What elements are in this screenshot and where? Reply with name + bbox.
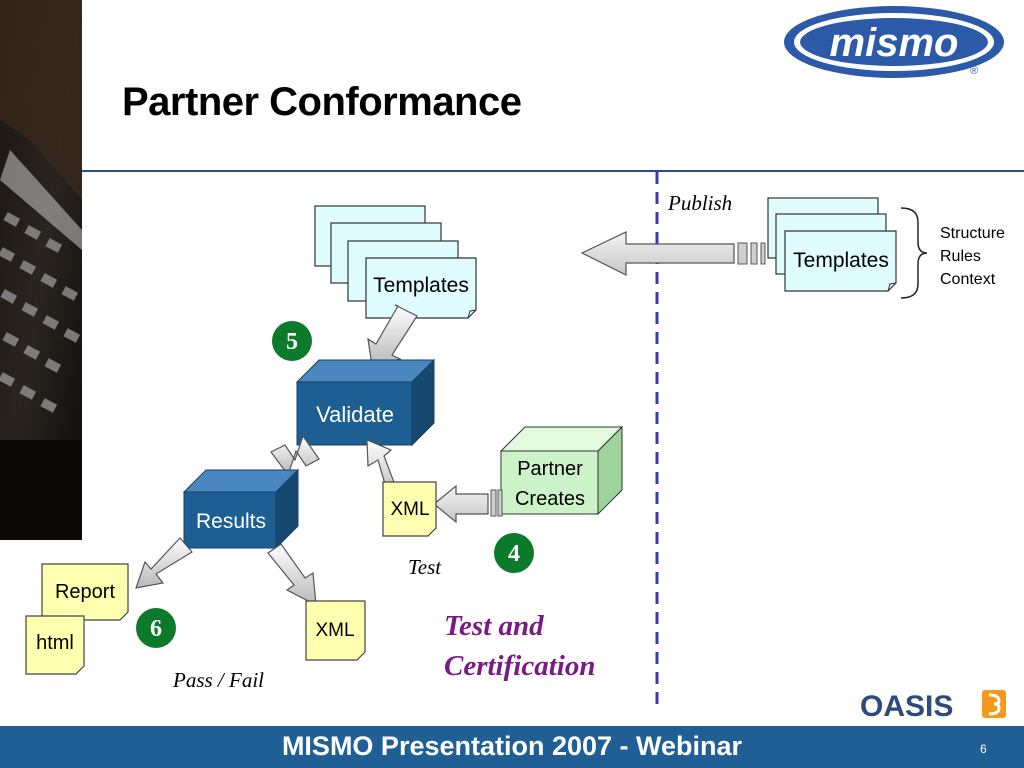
validate-label: Validate: [316, 402, 394, 427]
step-4-number: 4: [508, 541, 520, 567]
step-6-number: 6: [150, 616, 162, 642]
partner-to-xml-arrow: [433, 484, 503, 524]
partner-xml-label: XML: [390, 499, 429, 520]
published-templates-stack: [767, 197, 897, 292]
partner-creates-line-1: Partner: [517, 458, 583, 480]
partner-creates-line-2: Creates: [515, 488, 585, 510]
template-content-structure: Structure: [940, 225, 1005, 242]
title-divider: [82, 170, 1024, 172]
results-to-report-arrow: [135, 537, 193, 589]
step-6-circle: [136, 608, 176, 648]
mismo-logo: mismo ®: [784, 6, 1004, 78]
validate-box: [295, 358, 436, 447]
partner-xml-document: [382, 481, 437, 537]
published-templates-label: Templates: [793, 249, 889, 272]
laptop-photo: [0, 0, 82, 540]
slide-number: 6: [980, 742, 987, 756]
html-document: [25, 615, 85, 675]
template-contents-brace: [900, 207, 928, 299]
publish-label: Publish: [668, 191, 733, 215]
templates-stack: [314, 205, 477, 319]
test-label: Test: [408, 555, 442, 579]
result-xml-label: XML: [315, 620, 354, 641]
results-box: [182, 468, 300, 550]
oasis-logo: OASIS: [860, 690, 1006, 723]
results-to-xml-arrow: [267, 543, 317, 607]
report-label: Report: [55, 581, 115, 603]
section-label-line-1: Test and: [444, 610, 544, 642]
slide-title: Partner Conformance: [122, 80, 522, 124]
result-xml-document: [305, 600, 366, 661]
report-document: [41, 563, 129, 621]
footer-title: MISMO Presentation 2007 - Webinar: [281, 731, 743, 761]
conformance-diagram: Templates Templates Validate Results Par…: [25, 172, 928, 712]
partner-creates-box: [499, 425, 624, 516]
step-4-circle: [494, 533, 534, 573]
footer-bar: [0, 726, 1024, 768]
template-contents-list: Structure Rules Context: [940, 222, 1005, 291]
step-5-circle: [272, 321, 312, 361]
template-content-context: Context: [940, 271, 996, 288]
templates-label: Templates: [373, 274, 469, 297]
oasis-logo-text: OASIS: [860, 690, 953, 723]
section-label-line-2: Certification: [444, 650, 596, 682]
test-and-certification-heading: Test and Certification: [444, 606, 595, 686]
pass-fail-label: Pass / Fail: [173, 668, 265, 692]
html-label: html: [36, 632, 74, 654]
validate-results-double-arrow: [270, 434, 320, 477]
registered-mark: ®: [970, 65, 978, 77]
results-label: Results: [196, 510, 266, 533]
mismo-logo-text: mismo: [830, 21, 959, 65]
template-content-rules: Rules: [940, 248, 981, 265]
step-5-number: 5: [286, 329, 298, 355]
publish-arrow: [580, 231, 766, 276]
